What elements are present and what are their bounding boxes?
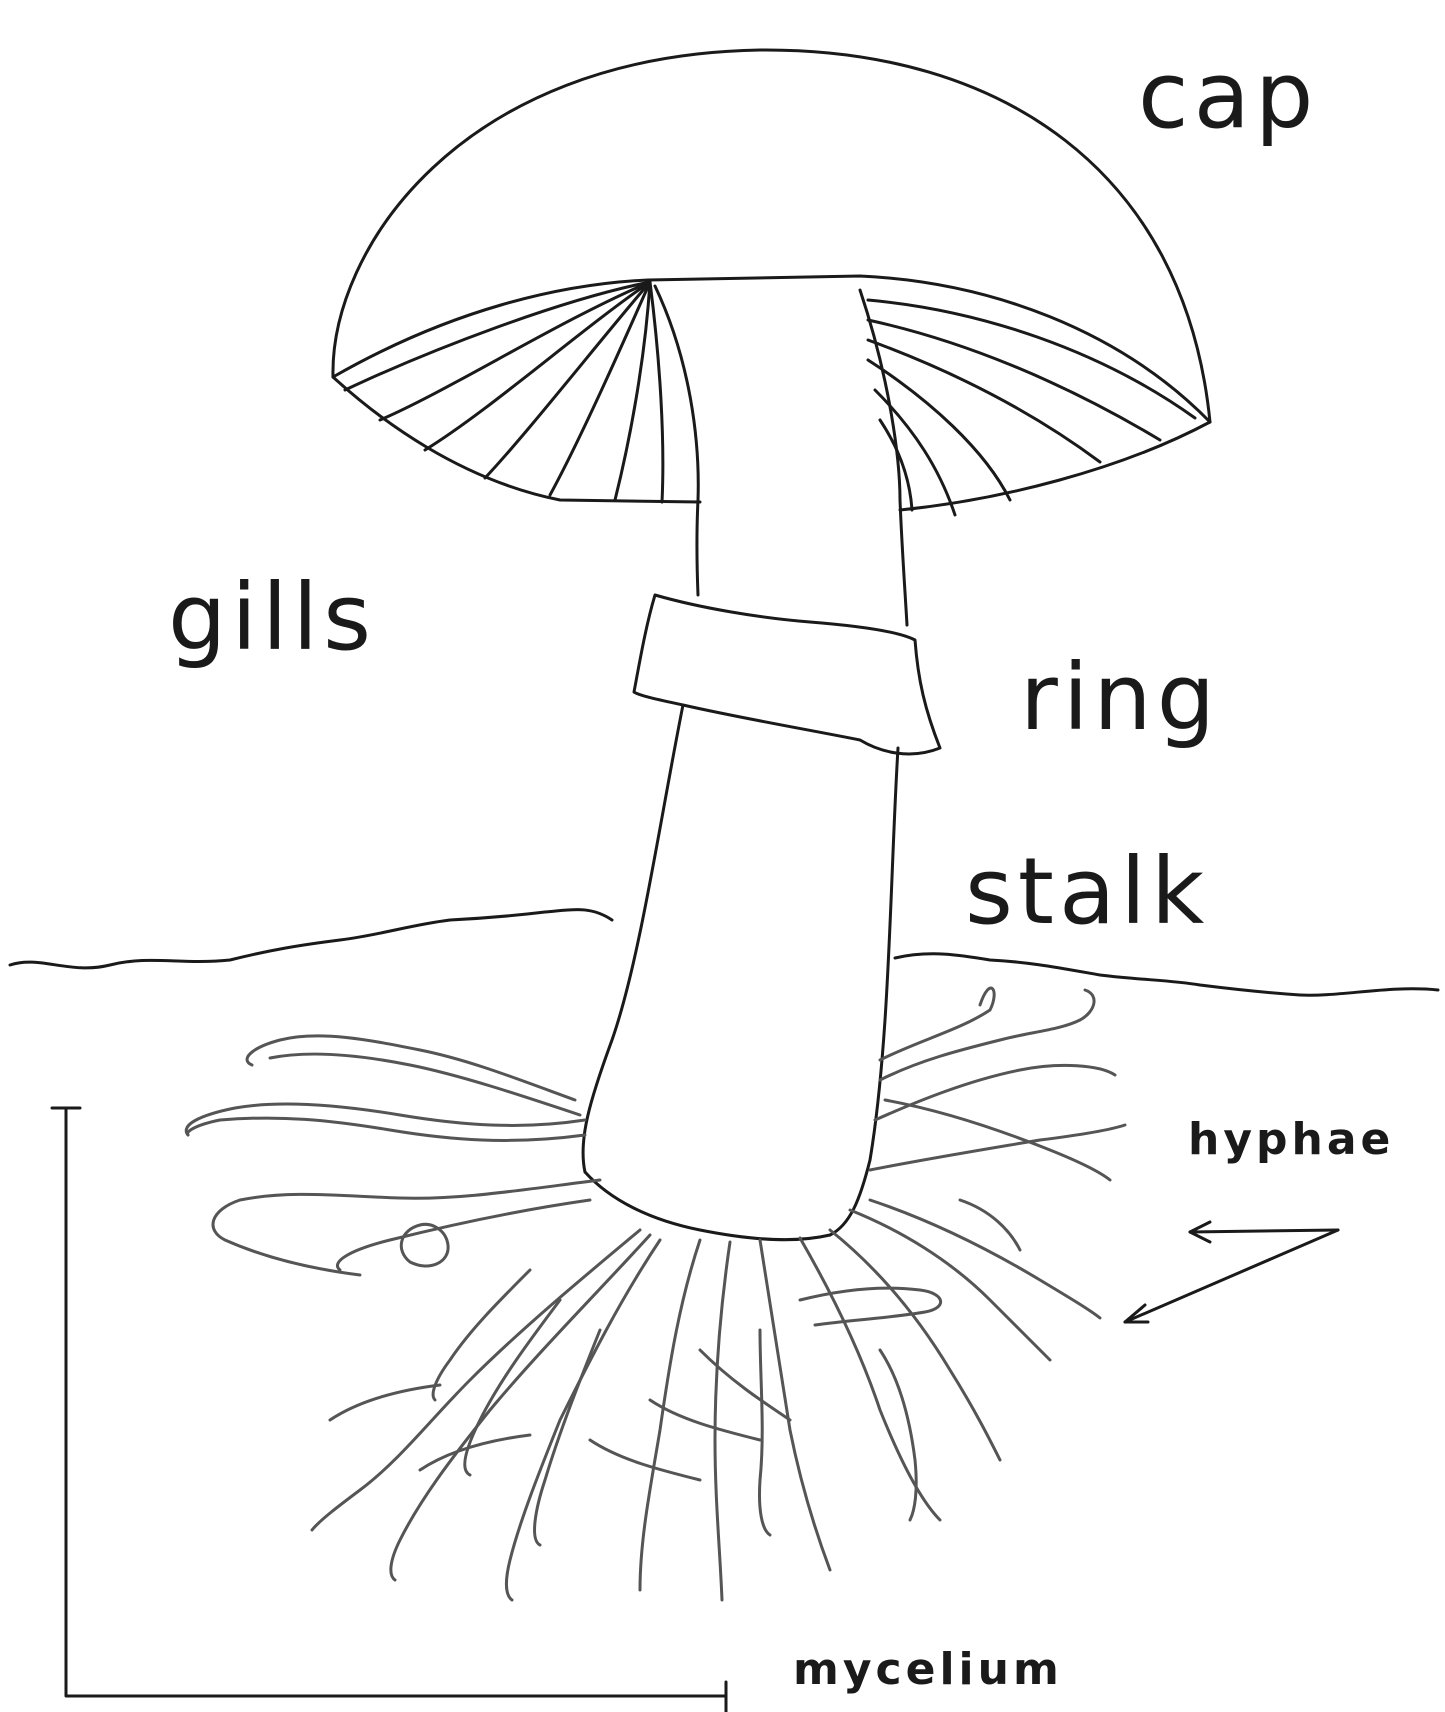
label-gills: gills: [168, 572, 376, 664]
hyphae-network: [186, 988, 1125, 1600]
label-stalk: stalk: [965, 846, 1209, 938]
soil-line-right: [895, 954, 1438, 995]
cap-rim: [333, 276, 1210, 422]
stalk-lower-right: [830, 748, 898, 1235]
gills-right: [868, 300, 1195, 515]
ring-band: [634, 595, 940, 754]
stalk-base: [585, 1172, 830, 1240]
stalk-lower-left: [583, 705, 683, 1172]
label-cap: cap: [1138, 50, 1318, 142]
gill-edge-left: [333, 377, 700, 502]
label-mycelium: mycelium: [793, 1648, 1063, 1692]
soil-line-left: [10, 910, 612, 968]
label-ring: ring: [1020, 652, 1220, 744]
cap-dome: [333, 50, 1210, 422]
hyphae-arrows: [1125, 1222, 1338, 1322]
gill-edge-right: [900, 422, 1210, 510]
label-hyphae: hyphae: [1188, 1118, 1394, 1162]
gills-left: [345, 282, 663, 502]
